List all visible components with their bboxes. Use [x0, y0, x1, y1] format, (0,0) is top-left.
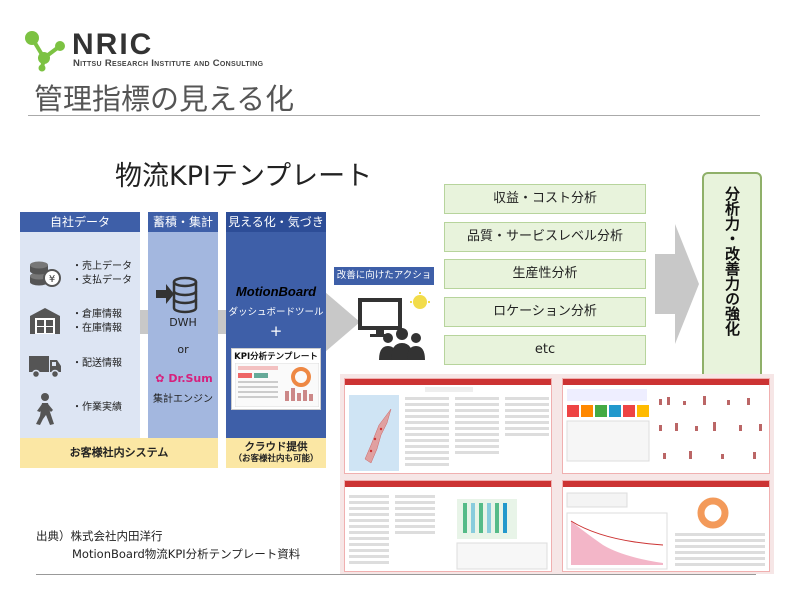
- logo-subtitle: Nittsu Research Institute and Consulting: [73, 58, 264, 69]
- screen-productivity-thumbnail: [563, 481, 769, 570]
- accumulate-column: 蓄積・集計: [148, 212, 218, 438]
- company-data-column: 自社データ ¥ ・売上データ ・支払データ ・倉庫情報: [20, 212, 140, 438]
- nric-logo-icon: [25, 31, 65, 72]
- motionboard-sub: ダッシュボードツール: [228, 307, 324, 318]
- screen-location-analysis: [344, 480, 552, 572]
- result-box: 分析力・改善力の強化: [702, 172, 762, 380]
- logo-name: NRIC: [72, 28, 154, 61]
- kpi-template-title: KPI分析テンプレート: [234, 352, 318, 362]
- screen-location-thumbnail: [345, 481, 551, 570]
- cloud-title: クラウド提供: [244, 441, 308, 453]
- screen-calendar-thumbnail: [563, 379, 769, 462]
- truck-icon: [29, 356, 61, 379]
- data-item-label: ・在庫情報: [72, 323, 122, 334]
- coins-yen-icon: ¥: [30, 261, 61, 287]
- action-header: 改善に向けたアクション: [334, 267, 434, 299]
- result-arrow-icon: [655, 224, 699, 344]
- page-title: 管理指標の見える化: [34, 82, 295, 116]
- company-data-header: 自社データ: [20, 212, 140, 232]
- data-item-label: ・作業実績: [72, 402, 122, 413]
- source-divider: [36, 574, 756, 575]
- walking-person-icon: [36, 393, 54, 425]
- visualize-header: 見える化・気づき: [226, 212, 326, 232]
- dwh-label: DWH: [169, 316, 197, 329]
- title-divider: [28, 115, 760, 116]
- drsum-logo: ✿ Dr.Sum: [155, 372, 213, 385]
- screen-map-dashboard: [344, 378, 552, 474]
- result-text: 分析力・改善力の強化: [723, 186, 741, 336]
- cloud-label: クラウド提供 （お客様社内も可能）: [226, 438, 326, 468]
- database-icon: [156, 276, 198, 314]
- data-item-label: ・倉庫情報: [72, 309, 122, 320]
- kpi-thumbnail: [235, 363, 319, 407]
- warehouse-icon: [30, 308, 60, 334]
- screen-kpi-calendar: [562, 378, 770, 474]
- source-line-2: MotionBoard物流KPI分析テンプレート資料: [72, 547, 301, 561]
- cloud-subtitle: （お客様社内も可能）: [233, 454, 319, 464]
- drsum-label: Dr.Sum: [168, 372, 213, 385]
- motionboard-title: MotionBoard: [235, 284, 317, 299]
- data-item-label: ・売上データ: [72, 261, 132, 272]
- data-item-warehouse: ・倉庫情報 ・在庫情報: [28, 304, 138, 340]
- analysis-quality-service: 品質・サービスレベル分析: [444, 222, 646, 252]
- svg-text:¥: ¥: [49, 274, 55, 285]
- section-title: 物流KPIテンプレート: [115, 161, 373, 192]
- accumulate-header: 蓄積・集計: [148, 212, 218, 232]
- drsum-sub: 集計エンジン: [153, 394, 213, 405]
- data-item-sales: ¥ ・売上データ ・支払データ: [28, 256, 138, 292]
- analysis-revenue-cost: 収益・コスト分析: [444, 184, 646, 214]
- source-line-1: 出典）株式会社内田洋行: [36, 529, 163, 543]
- customer-system-label: お客様社内システム: [20, 438, 218, 468]
- screen-map-thumbnail: [345, 379, 551, 471]
- data-item-label: ・支払データ: [72, 275, 132, 286]
- plus-sign: +: [269, 322, 283, 340]
- screen-productivity-analysis: [562, 480, 770, 572]
- team-monitor-icon: [358, 292, 430, 360]
- analysis-productivity: 生産性分析: [444, 259, 646, 289]
- analysis-etc: etc: [444, 335, 646, 365]
- data-item-delivery: ・配送情報: [28, 348, 138, 384]
- kpi-template-card: KPI分析テンプレート: [231, 348, 321, 410]
- data-item-label: ・配送情報: [72, 358, 122, 369]
- data-item-work: ・作業実績: [28, 392, 138, 428]
- analysis-location: ロケーション分析: [444, 297, 646, 327]
- or-label: or: [177, 343, 189, 356]
